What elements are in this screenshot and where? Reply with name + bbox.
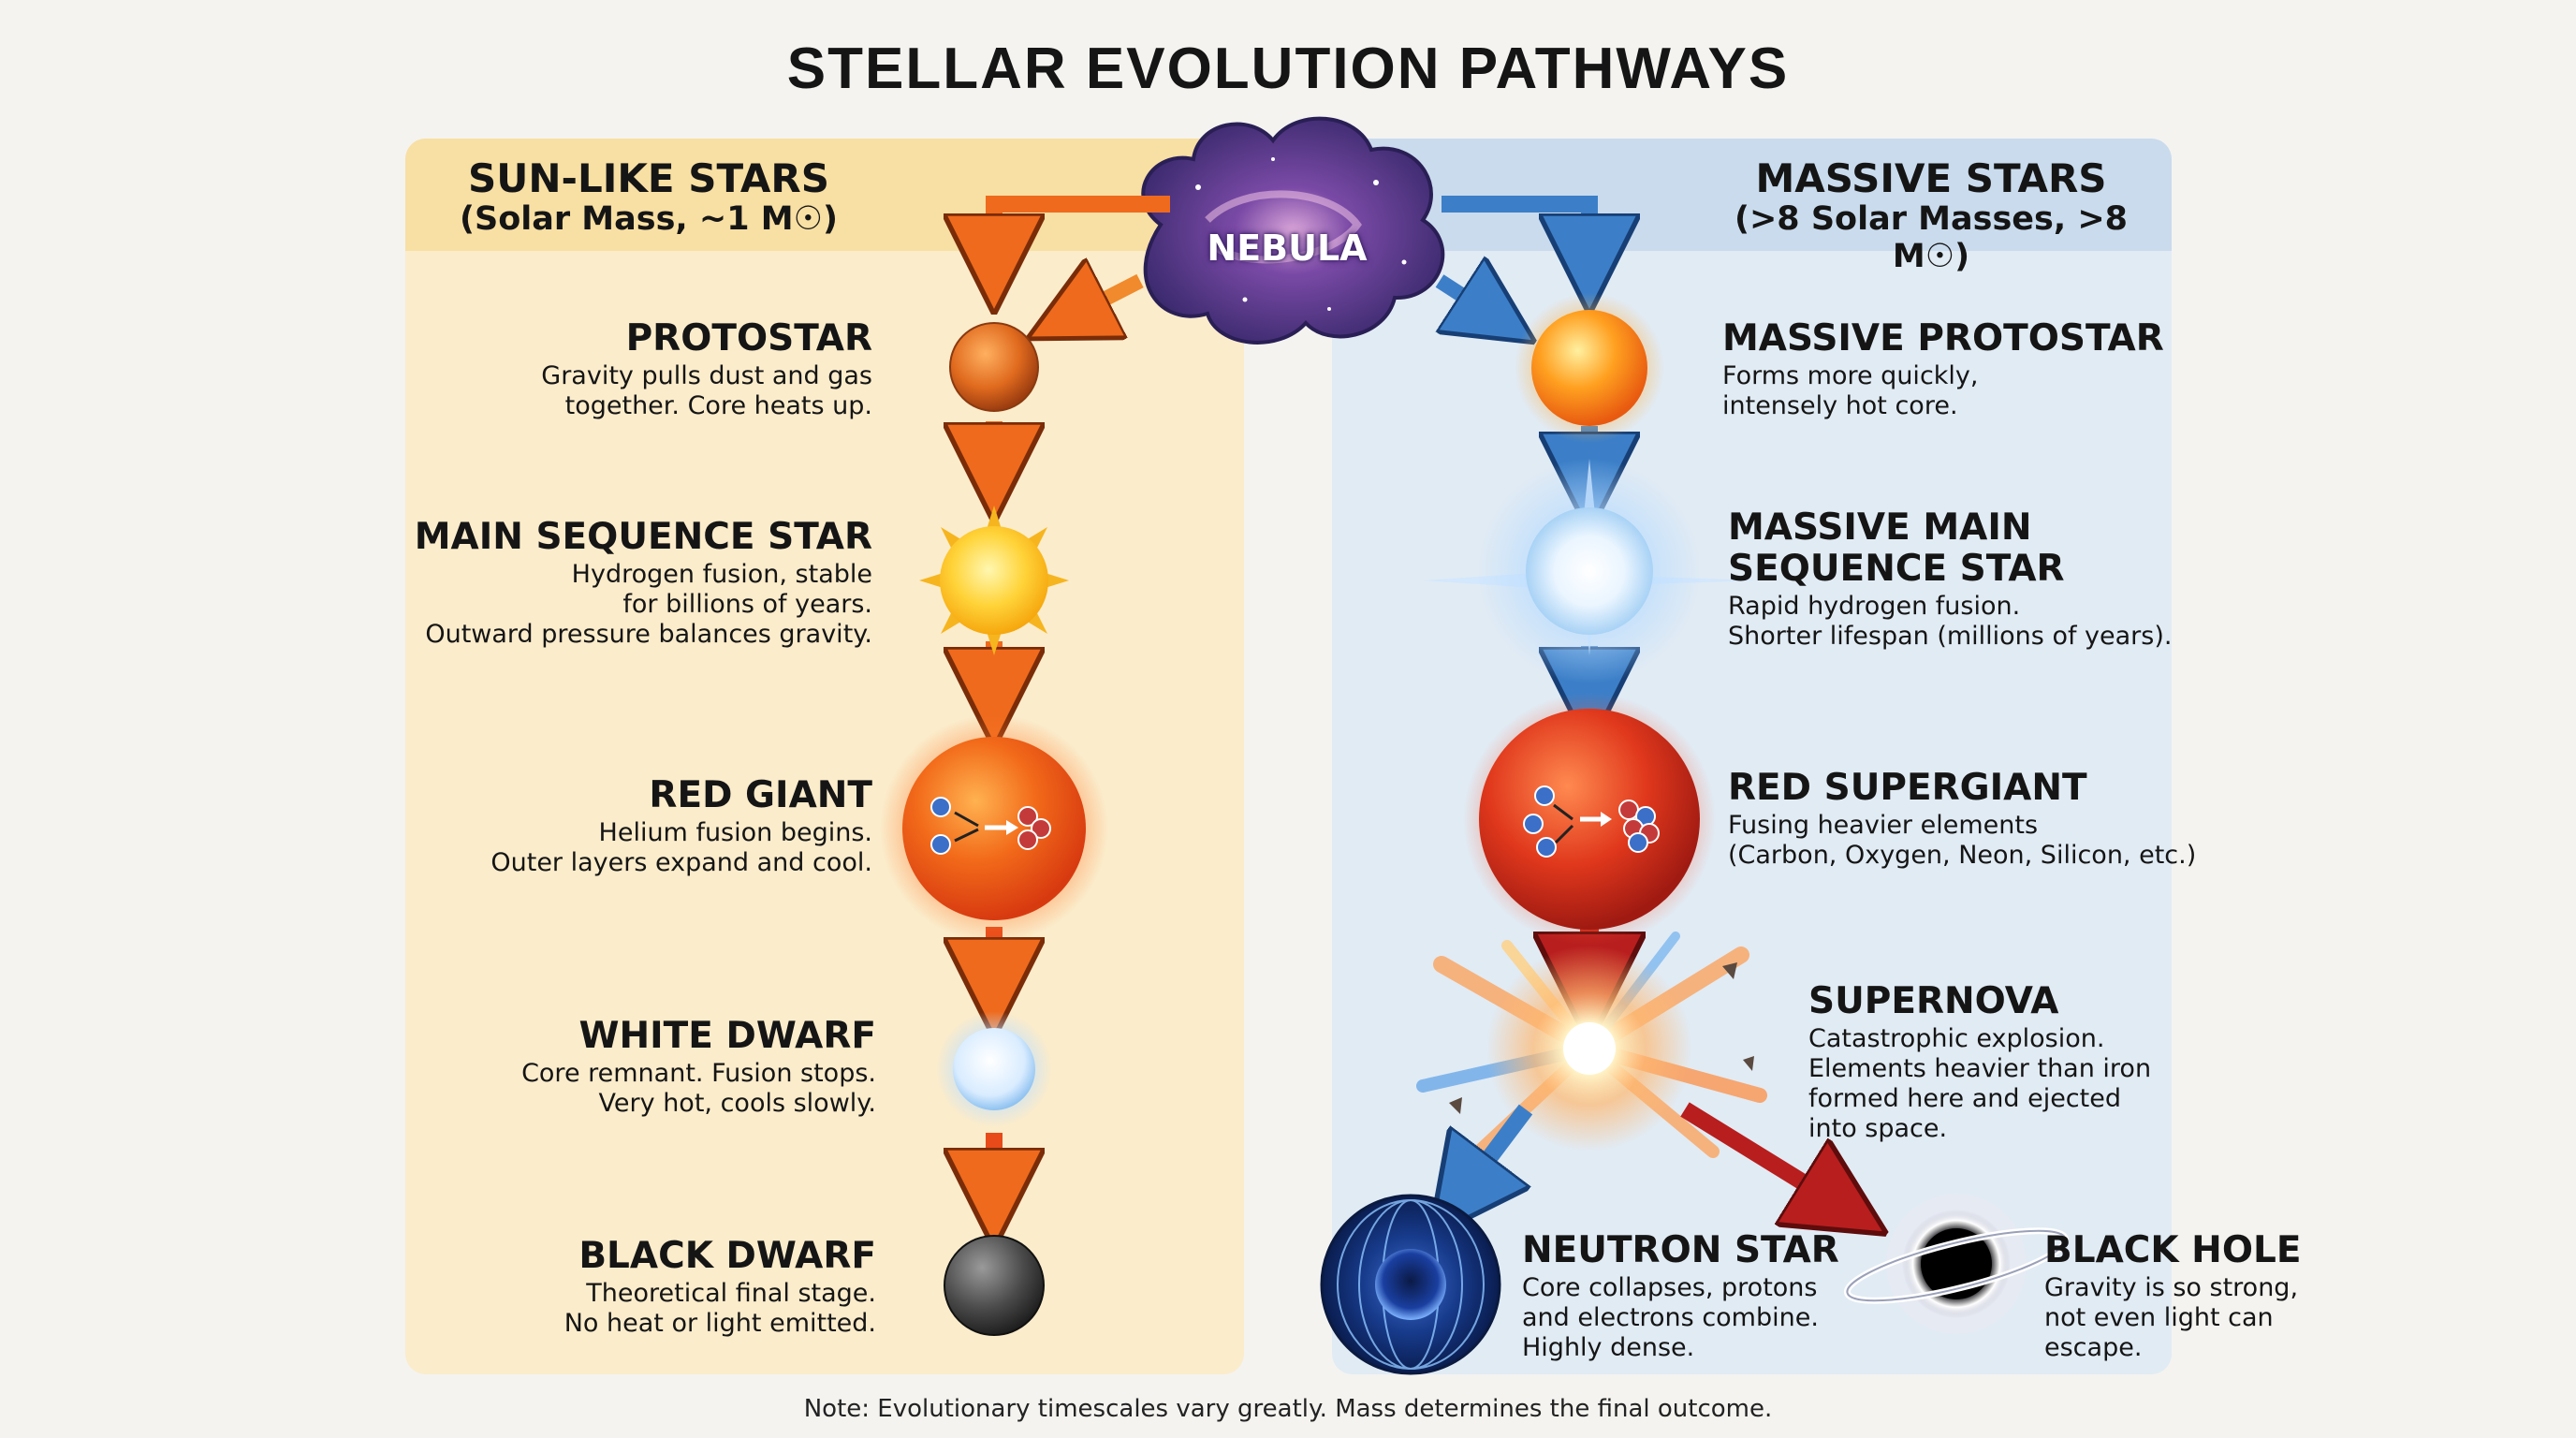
massive-panel-header: MASSIVE STARS (>8 Solar Masses, >8 M☉) xyxy=(1332,139,2172,275)
stage-black-hole: BLACK HOLE Gravity is so strong, not eve… xyxy=(2044,1230,2301,1363)
stage-description: Core collapses, protons and electrons co… xyxy=(1522,1273,1819,1362)
massive-panel-title: MASSIVE STARS xyxy=(1755,155,2107,201)
stage-name: BLACK HOLE xyxy=(2044,1229,2302,1271)
stage-description: Fusing heavier elements (Carbon, Oxygen,… xyxy=(1728,811,2197,870)
stage-description: Forms more quickly, intensely hot core. xyxy=(1722,361,1979,420)
nebula-to-massive-diagonal-arrow xyxy=(1440,281,1498,318)
black-hole-icon xyxy=(1843,1194,2070,1334)
stage-description: Rapid hydrogen fusion. Shorter lifespan … xyxy=(1728,592,2173,651)
stage-protostar: PROTOSTAR Gravity pulls dust and gas tog… xyxy=(273,318,872,421)
stage-description: Gravity pulls dust and gas together. Cor… xyxy=(541,361,872,420)
page-title: STELLAR EVOLUTION PATHWAYS xyxy=(786,37,1790,101)
stage-name: RED GIANT xyxy=(649,774,872,816)
stage-name: SUPERNOVA xyxy=(1808,980,2059,1022)
footnote: Note: Evolutionary timescales vary great… xyxy=(803,1395,1773,1423)
massive-protostar-icon xyxy=(1515,293,1664,443)
stage-description: Catastrophic explosion. Elements heavier… xyxy=(1808,1024,2152,1143)
supernova-icon xyxy=(1416,932,1767,1158)
sun-like-panel-title: SUN-LIKE STARS xyxy=(468,155,829,201)
stage-description: Helium fusion begins. Outer layers expan… xyxy=(490,818,872,877)
stage-neutron-star: NEUTRON STAR Core collapses, protons and… xyxy=(1522,1230,1839,1363)
sun-like-panel-subtitle: (Solar Mass, ~1 M☉) xyxy=(460,200,838,238)
stage-description: Hydrogen fusion, stable for billions of … xyxy=(425,560,872,649)
nebula-to-protostar-arrow xyxy=(994,196,1170,264)
stage-black-dwarf: BLACK DWARF Theoretical final stage. No … xyxy=(277,1236,876,1339)
massive-main-sequence-icon xyxy=(1423,459,1760,683)
nebula-label: NEBULA xyxy=(1207,227,1368,269)
black-dwarf-icon xyxy=(944,1235,1045,1336)
stage-name: WHITE DWARF xyxy=(578,1015,876,1057)
nebula-cloud xyxy=(1141,116,1445,345)
stage-red-supergiant: RED SUPERGIANT Fusing heavier elements (… xyxy=(1728,768,2196,871)
stage-supernova: SUPERNOVA Catastrophic explosion. Elemen… xyxy=(1808,981,2151,1144)
stage-white-dwarf: WHITE DWARF Core remnant. Fusion stops. … xyxy=(277,1016,876,1119)
stage-massive-main-sequence-star: MASSIVE MAIN SEQUENCE STAR Rapid hydroge… xyxy=(1728,507,2172,652)
massive-panel-subtitle: (>8 Solar Masses, >8 M☉) xyxy=(1734,200,2129,275)
supernova-to-neutron-star-arrow xyxy=(1460,1104,1533,1196)
stage-main-sequence-star: MAIN SEQUENCE STAR Hydrogen fusion, stab… xyxy=(273,517,872,650)
protostar-icon xyxy=(949,322,1039,412)
white-dwarf-icon xyxy=(936,1011,1052,1127)
sun-like-stars-panel: SUN-LIKE STARS (Solar Mass, ~1 M☉) xyxy=(405,139,1244,1374)
heavier-element-fusion-icon xyxy=(1523,785,1660,858)
stage-massive-protostar: MASSIVE PROTOSTAR Forms more quickly, in… xyxy=(1722,318,2164,421)
stage-description: Theoretical final stage. No heat or ligh… xyxy=(564,1279,876,1338)
red-supergiant-icon xyxy=(1463,693,1716,946)
supernova-to-black-hole-arrow xyxy=(1680,1102,1844,1208)
stage-name: PROTOSTAR xyxy=(625,317,872,360)
stage-name: MASSIVE MAIN SEQUENCE STAR xyxy=(1728,506,2065,590)
nebula-to-protostar-diagonal-arrow xyxy=(1067,281,1144,318)
red-giant-icon xyxy=(880,714,1108,943)
stage-name: BLACK DWARF xyxy=(578,1235,876,1277)
sun-like-panel-header: SUN-LIKE STARS (Solar Mass, ~1 M☉) xyxy=(405,139,1244,251)
nebula-to-massive-protostar-arrow xyxy=(1442,196,1589,264)
stage-description: Gravity is so strong, not even light can… xyxy=(2044,1273,2299,1362)
stage-name: MAIN SEQUENCE STAR xyxy=(414,516,872,558)
helium-fusion-icon xyxy=(930,797,1051,855)
stage-name: MASSIVE PROTOSTAR xyxy=(1722,317,2164,360)
stage-description: Core remnant. Fusion stops. Very hot, co… xyxy=(521,1059,876,1118)
stage-name: NEUTRON STAR xyxy=(1522,1229,1839,1271)
main-sequence-sun-icon xyxy=(919,506,1069,655)
neutron-star-icon xyxy=(1320,1194,1501,1375)
stage-name: RED SUPERGIANT xyxy=(1728,767,2087,809)
stage-red-giant: RED GIANT Helium fusion begins. Outer la… xyxy=(273,775,872,878)
